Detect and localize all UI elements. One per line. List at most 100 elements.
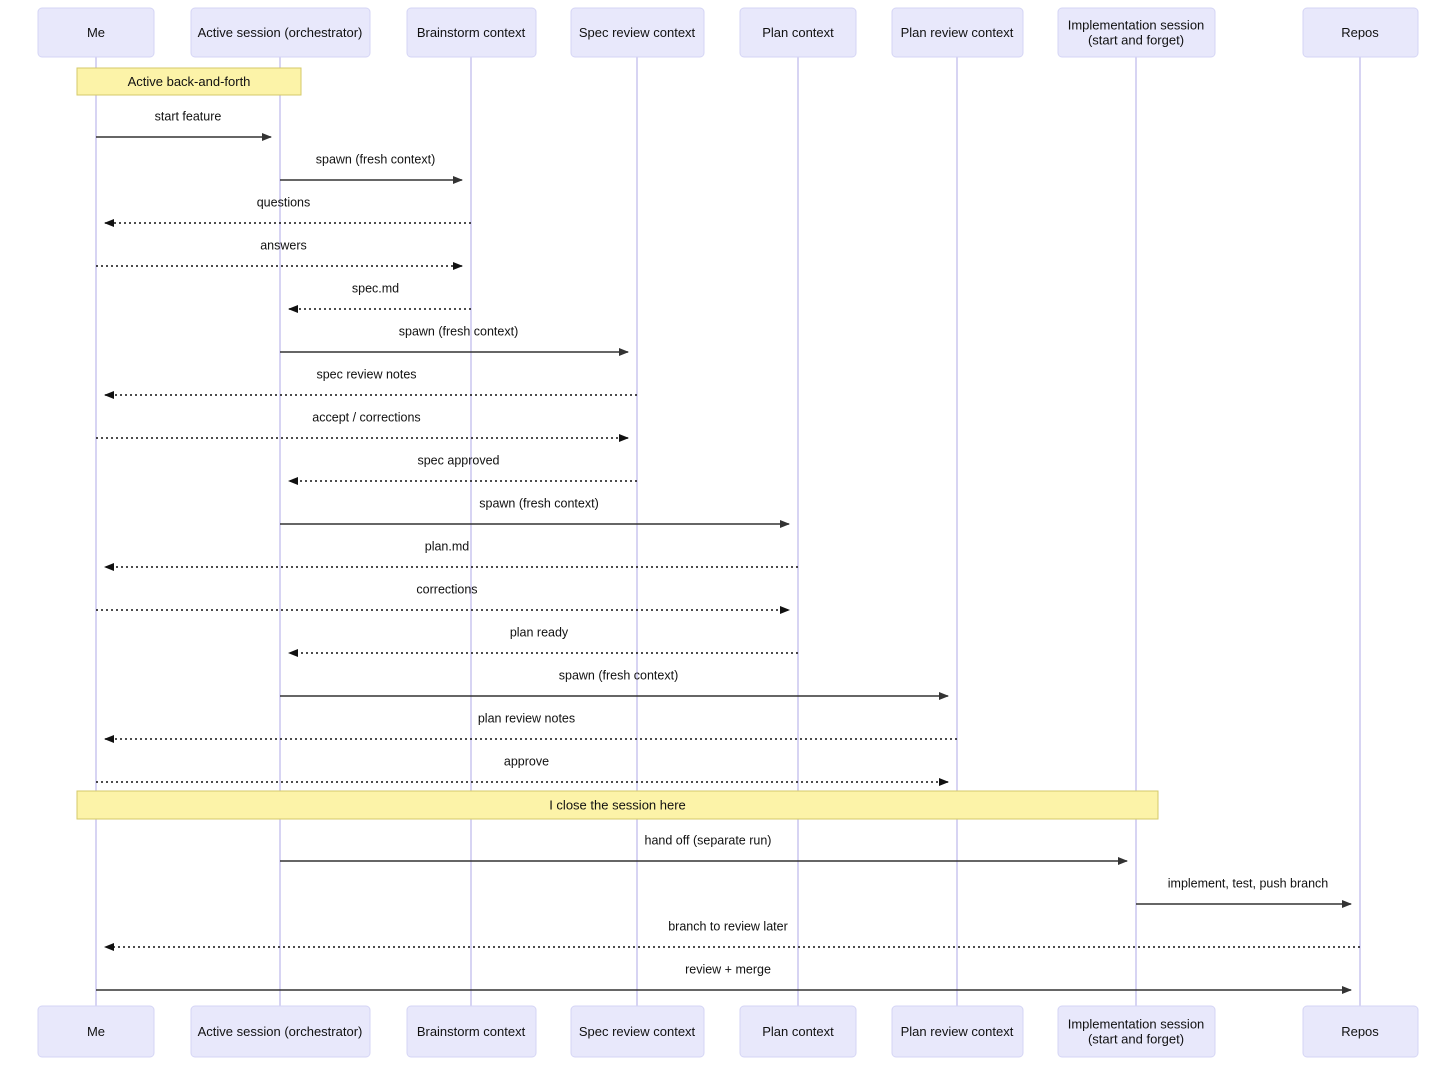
actor-box	[891, 1005, 1024, 1058]
message-m12: corrections	[96, 582, 790, 614]
actor-label: Me	[87, 1024, 105, 1039]
message-label: plan.md	[425, 539, 470, 553]
message-label: plan ready	[510, 625, 569, 639]
actor-repos-bottom[interactable]: Repos	[1302, 1005, 1419, 1058]
actor-box	[570, 7, 705, 58]
message-label: corrections	[416, 582, 477, 596]
actor-label-line-1: (start and forget)	[1088, 1031, 1184, 1046]
actor-planrev-top[interactable]: Plan review context	[891, 7, 1024, 58]
message-m6: spawn (fresh context)	[280, 324, 629, 356]
message-label: spawn (fresh context)	[316, 152, 436, 166]
actor-box	[37, 1005, 155, 1058]
actor-box	[739, 1005, 857, 1058]
actor-impl-bottom[interactable]: Implementation session(start and forget)	[1057, 1005, 1216, 1058]
note-box	[76, 67, 302, 96]
actor-box	[1057, 1005, 1216, 1058]
actor-label: Plan review context	[901, 25, 1014, 40]
actor-box	[406, 1005, 537, 1058]
message-m18: implement, test, push branch	[1136, 876, 1352, 908]
actor-box	[739, 7, 857, 58]
message-m5: spec.md	[288, 281, 471, 313]
message-label: answers	[260, 238, 307, 252]
message-m9: spec approved	[288, 453, 637, 485]
actor-brain-top[interactable]: Brainstorm context	[406, 7, 537, 58]
message-m11: plan.md	[104, 539, 798, 571]
actor-box	[1302, 1005, 1419, 1058]
actor-label: Me	[87, 25, 105, 40]
actor-plan-bottom[interactable]: Plan context	[739, 1005, 857, 1058]
actor-label: Spec review context	[579, 25, 696, 40]
message-label: spawn (fresh context)	[479, 496, 599, 510]
message-m14: spawn (fresh context)	[280, 668, 949, 700]
actor-box	[1057, 7, 1216, 58]
notes-group: Active back-and-forth I close the session…	[76, 67, 1159, 820]
message-label: plan review notes	[478, 711, 575, 725]
actor-box	[570, 1005, 705, 1058]
message-label: spec approved	[417, 453, 499, 467]
note-close-session: I close the session here	[76, 790, 1159, 820]
message-m16: approve	[96, 754, 949, 786]
message-label: branch to review later	[668, 919, 788, 933]
message-m19: branch to review later	[104, 919, 1360, 951]
actor-box	[37, 7, 155, 58]
actor-label: Active session (orchestrator)	[198, 1024, 363, 1039]
actor-label: Repos	[1341, 25, 1379, 40]
actor-label-line-0: Implementation session	[1068, 17, 1205, 32]
actor-box	[1302, 7, 1419, 58]
message-m13: plan ready	[288, 625, 798, 657]
actor-label-line-0: Implementation session	[1068, 1016, 1205, 1031]
message-m15: plan review notes	[104, 711, 957, 743]
actor-box	[190, 7, 371, 58]
actor-label: Brainstorm context	[417, 25, 526, 40]
message-label: spec review notes	[316, 367, 416, 381]
actor-me-top[interactable]: Me	[37, 7, 155, 58]
actor-label-line-1: (start and forget)	[1088, 32, 1184, 47]
actor-session-bottom[interactable]: Active session (orchestrator)	[190, 1005, 371, 1058]
actor-headers-bottom: Me Active session (orchestrator) Brainstor…	[37, 1005, 1419, 1058]
actor-label: Plan review context	[901, 1024, 1014, 1039]
actor-specrev-bottom[interactable]: Spec review context	[570, 1005, 705, 1058]
note-label: Active back-and-forth	[128, 74, 251, 89]
actor-label: Plan context	[762, 1024, 834, 1039]
message-label: review + merge	[685, 962, 771, 976]
message-m3: questions	[104, 195, 471, 227]
message-label: spawn (fresh context)	[559, 668, 679, 682]
note-label: I close the session here	[549, 797, 686, 812]
actor-impl-top[interactable]: Implementation session(start and forget)	[1057, 7, 1216, 58]
message-m1: start feature	[96, 109, 272, 141]
message-label: questions	[257, 195, 311, 209]
message-m7: spec review notes	[104, 367, 637, 399]
message-m2: spawn (fresh context)	[280, 152, 463, 184]
actor-box	[891, 7, 1024, 58]
actor-label: Brainstorm context	[417, 1024, 526, 1039]
message-m20: review + merge	[96, 962, 1352, 994]
actor-box	[190, 1005, 371, 1058]
actor-session-top[interactable]: Active session (orchestrator)	[190, 7, 371, 58]
actor-label: Plan context	[762, 25, 834, 40]
message-m10: spawn (fresh context)	[280, 496, 790, 528]
actor-planrev-bottom[interactable]: Plan review context	[891, 1005, 1024, 1058]
lifelines-group	[95, 57, 1361, 1006]
message-label: approve	[504, 754, 549, 768]
actor-specrev-top[interactable]: Spec review context	[570, 7, 705, 58]
actor-brain-bottom[interactable]: Brainstorm context	[406, 1005, 537, 1058]
actor-repos-top[interactable]: Repos	[1302, 7, 1419, 58]
actor-me-bottom[interactable]: Me	[37, 1005, 155, 1058]
message-m4: answers	[96, 238, 463, 270]
actor-box	[406, 7, 537, 58]
actor-label: Repos	[1341, 1024, 1379, 1039]
message-m17: hand off (separate run)	[280, 833, 1128, 865]
actor-plan-top[interactable]: Plan context	[739, 7, 857, 58]
actor-label: Spec review context	[579, 1024, 696, 1039]
actor-label: Active session (orchestrator)	[198, 25, 363, 40]
message-m8: accept / corrections	[96, 410, 629, 442]
message-label: start feature	[155, 109, 222, 123]
actor-headers-top: Me Active session (orchestrator) Brainstor…	[37, 7, 1419, 58]
note-active-back-and-forth: Active back-and-forth	[76, 67, 302, 96]
message-label: spec.md	[352, 281, 399, 295]
message-label: hand off (separate run)	[645, 833, 772, 847]
message-label: implement, test, push branch	[1168, 876, 1329, 890]
message-label: accept / corrections	[312, 410, 420, 424]
